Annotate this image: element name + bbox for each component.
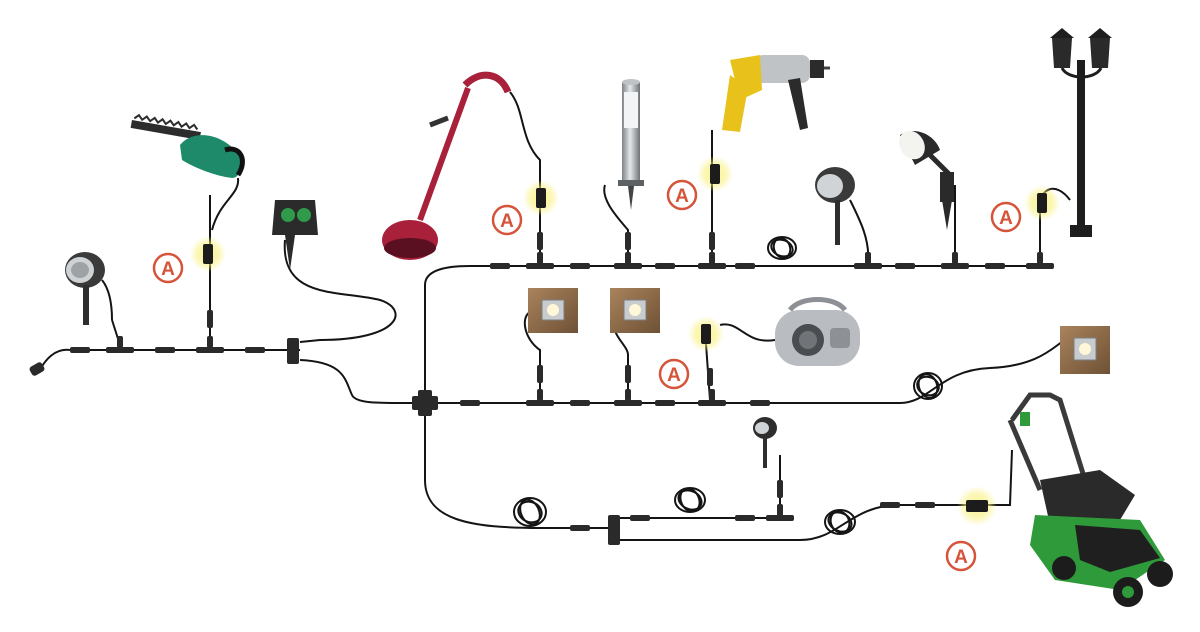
ground-light-icon	[610, 288, 660, 333]
svg-text:A: A	[675, 186, 689, 207]
power-adapter-icon	[688, 316, 724, 352]
adapter-badge: A	[658, 358, 690, 390]
bollard-light-icon	[618, 79, 644, 210]
cable-to-cross	[299, 359, 421, 405]
garden-spotlight-icon	[65, 252, 113, 325]
ground-light-icon	[528, 288, 578, 333]
svg-text:A: A	[999, 208, 1013, 229]
cable-coil	[824, 509, 856, 535]
svg-text:A: A	[954, 547, 968, 568]
svg-text:A: A	[667, 365, 681, 386]
mains-plug-icon	[29, 348, 71, 376]
cables	[70, 91, 1071, 541]
cable-coil	[513, 497, 547, 527]
adapter-badges: A A A A A A	[152, 179, 1022, 572]
svg-text:A: A	[161, 259, 175, 280]
power-adapters	[190, 156, 1060, 526]
cable-lower-right	[615, 449, 1013, 541]
cable-middle-row	[425, 339, 1066, 404]
street-lamp-icon	[1050, 28, 1112, 237]
spike-spotlight-icon	[899, 130, 954, 230]
cable-coil	[767, 236, 797, 260]
power-adapter-icon	[190, 236, 226, 272]
connectors	[70, 232, 1054, 545]
mini-spotlight-icon	[753, 417, 777, 468]
adapter-badge: A	[491, 204, 523, 236]
svg-text:A: A	[500, 211, 514, 232]
cable-cross-up	[424, 265, 1050, 403]
garden-spotlight-icon	[815, 167, 855, 245]
power-adapter-icon	[523, 180, 559, 216]
adapter-badge: A	[990, 201, 1022, 233]
lawn-mower-icon	[1007, 392, 1173, 607]
cable-coil	[674, 487, 706, 513]
adapter-badge: A	[945, 540, 977, 572]
cable-coil	[913, 372, 943, 400]
cable-coils	[513, 236, 943, 535]
adapter-badge: A	[666, 179, 698, 211]
cable-socket-loop	[283, 239, 397, 343]
drill-icon	[722, 55, 830, 132]
outdoor-socket-icon	[272, 200, 318, 270]
power-adapter-icon	[697, 156, 733, 192]
radio-icon	[775, 297, 860, 366]
power-adapter-icon	[957, 486, 997, 526]
power-adapter-icon	[1024, 185, 1060, 221]
grass-trimmer-icon	[382, 71, 512, 260]
hedge-trimmer-icon	[130, 113, 245, 231]
adapter-badge: A	[152, 252, 184, 284]
ground-light-icon	[1060, 326, 1110, 374]
cable-lower-branch	[424, 410, 615, 529]
